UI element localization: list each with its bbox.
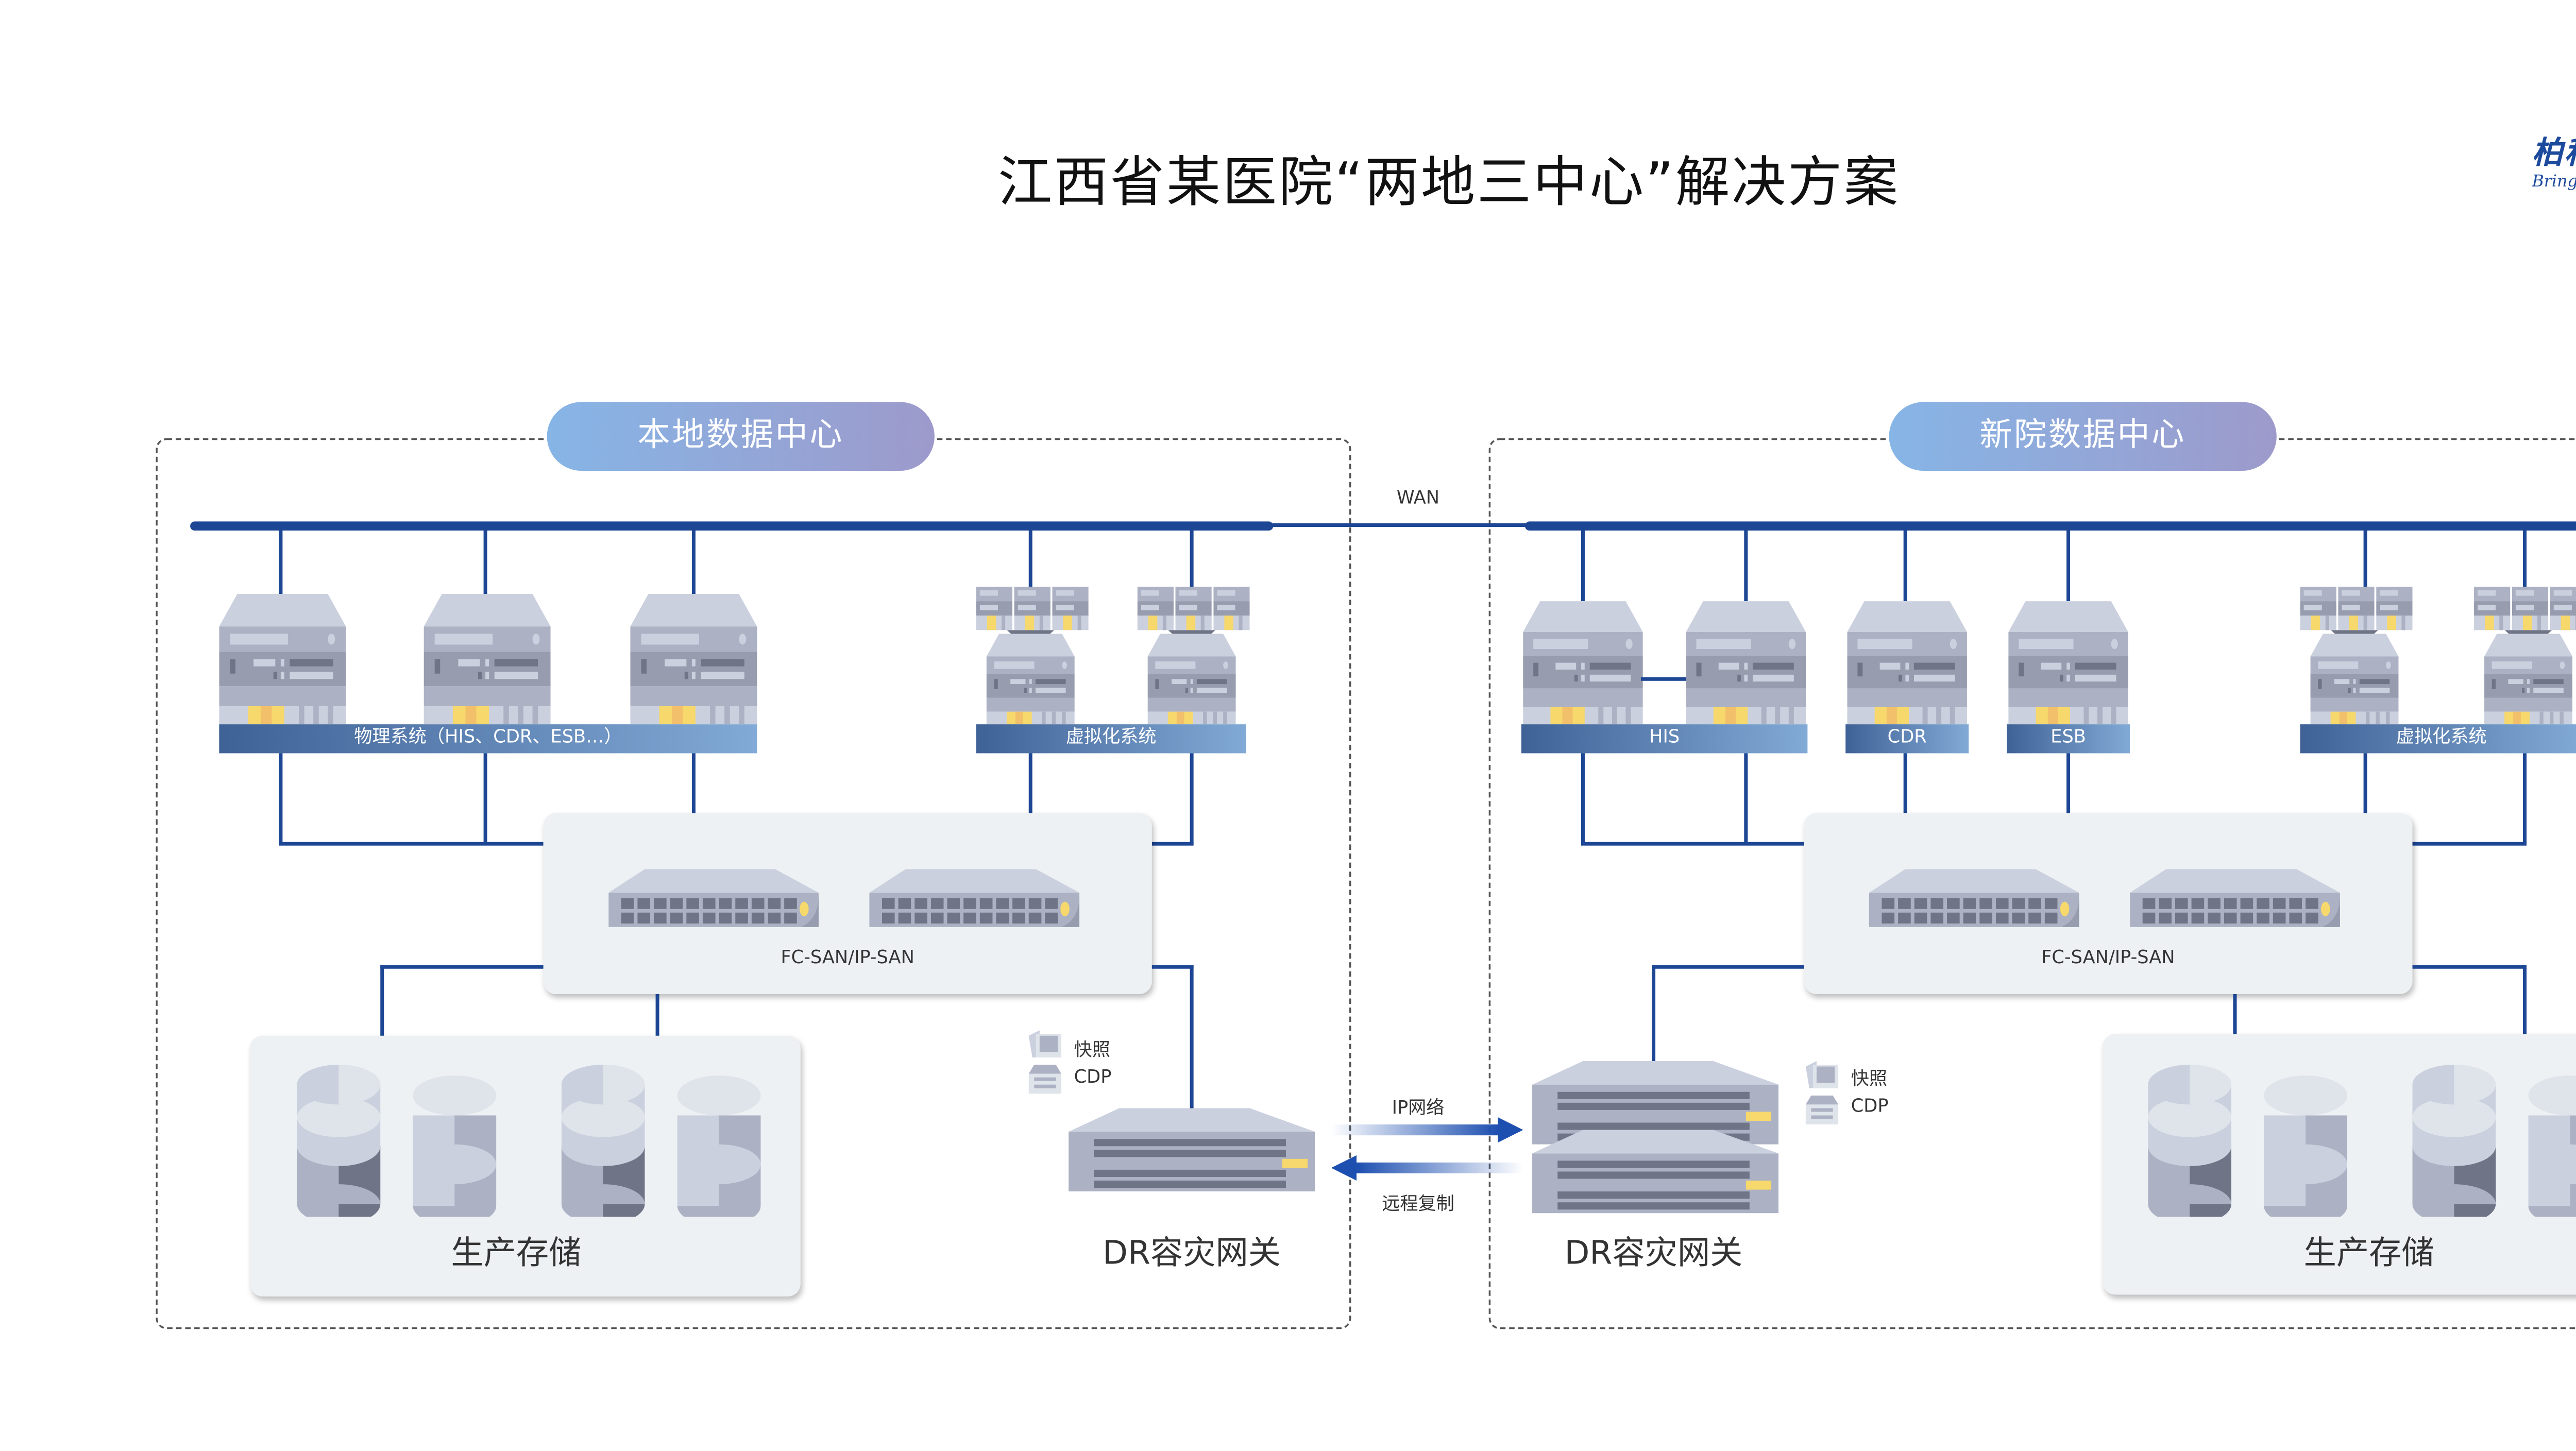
server-icon — [2310, 634, 2399, 725]
his-system-bar: HIS — [1521, 724, 1808, 754]
new-gateway-label: DR容灾网关 — [1564, 1235, 1743, 1273]
cdp-icon — [1028, 1065, 1062, 1094]
link-line — [1640, 677, 1688, 681]
server-icon — [219, 594, 346, 724]
cdp-icon — [1805, 1095, 1839, 1125]
link-line — [1028, 753, 1032, 815]
link-line — [691, 753, 696, 815]
physical-system-bar: 物理系统（HIS、CDR、ESB…） — [219, 724, 757, 754]
logo-name: 柏科数据 — [2532, 135, 2576, 172]
link-line — [483, 753, 487, 844]
local-dc-title: 本地数据中心 — [547, 402, 935, 471]
logo-slogan: Bring Life to Data — [2532, 174, 2576, 192]
link-line — [1652, 965, 1804, 969]
link-line — [1190, 753, 1194, 844]
database-icon — [297, 1057, 497, 1217]
link-line — [1652, 965, 1656, 1063]
server-icon — [424, 594, 551, 724]
dr-gateway-icon — [1069, 1108, 1315, 1191]
wan-link — [1267, 523, 1533, 527]
san-switch-icon — [869, 869, 1079, 927]
san-switch-icon — [1869, 869, 2079, 927]
link-line — [2363, 753, 2367, 815]
link-line — [2233, 994, 2237, 1060]
link-line — [1744, 528, 1748, 602]
new-network-bus — [1524, 521, 2576, 531]
link-line — [380, 965, 384, 1060]
legend-snapshot-label: 快照 — [1851, 1070, 1888, 1090]
local-gateway-label: DR容灾网关 — [1103, 1235, 1281, 1273]
local-network-bus — [190, 521, 1274, 531]
wan-label: WAN — [1396, 489, 1440, 509]
link-line — [691, 528, 696, 598]
link-line — [1581, 528, 1585, 602]
vm-cluster-icon — [976, 586, 1089, 630]
link-line — [1903, 528, 1907, 602]
link-line — [2066, 528, 2071, 602]
link-line — [279, 528, 283, 598]
ip-network-label: IP网络 — [1392, 1099, 1445, 1119]
dr-gateway-icon — [1532, 1130, 1778, 1214]
legend-cdp-label: CDP — [1074, 1068, 1112, 1088]
link-line — [1028, 528, 1032, 591]
server-icon — [2484, 634, 2572, 725]
brand-logo: 柏科数据 Bring Life to Data — [2532, 127, 2576, 192]
database-icon — [2148, 1057, 2347, 1217]
server-icon — [1847, 601, 1967, 725]
link-line — [2412, 842, 2527, 846]
link-line — [2412, 965, 2527, 969]
new-dc-title: 新院数据中心 — [1889, 402, 2277, 471]
link-line — [2522, 965, 2527, 1060]
replication-backward-arrow — [1331, 1155, 1523, 1181]
server-icon — [1523, 601, 1643, 725]
database-icon — [562, 1057, 761, 1217]
san-switch-icon — [608, 869, 819, 927]
local-san-label: FC-SAN/IP-SAN — [781, 949, 914, 969]
virtual-system-bar: 虚拟化系统 — [976, 724, 1246, 754]
link-line — [1581, 753, 1585, 844]
new-virtual-system-bar: 虚拟化系统 — [2300, 724, 2576, 754]
link-line — [1190, 965, 1194, 1110]
link-line — [2066, 753, 2071, 815]
link-line — [1190, 528, 1194, 591]
link-line — [380, 965, 544, 969]
link-line — [1151, 965, 1194, 969]
link-line — [1581, 842, 1806, 846]
link-line — [279, 753, 283, 844]
link-line — [655, 994, 659, 1060]
esb-system-bar: ESB — [2007, 724, 2130, 754]
vm-cluster-icon — [1137, 586, 1250, 630]
snapshot-icon — [1028, 1030, 1062, 1057]
cdr-system-bar: CDR — [1845, 724, 1969, 754]
server-icon — [1147, 634, 1236, 725]
new-storage-label: 生产存储 — [2303, 1235, 2434, 1273]
link-line — [2522, 528, 2527, 587]
legend-cdp-label: CDP — [1851, 1097, 1889, 1118]
link-line — [2363, 528, 2367, 587]
server-icon — [2008, 601, 2128, 725]
vm-cluster-icon — [2300, 586, 2413, 630]
local-storage-label: 生产存储 — [451, 1235, 582, 1273]
link-line — [279, 842, 544, 846]
link-line — [1903, 753, 1907, 815]
legend-snapshot-label: 快照 — [1074, 1041, 1110, 1062]
database-icon — [2413, 1057, 2576, 1217]
server-icon — [986, 634, 1075, 725]
link-line — [1151, 842, 1194, 846]
link-line — [483, 528, 487, 598]
vm-cluster-icon — [2474, 586, 2576, 630]
san-switch-icon — [2130, 869, 2340, 927]
new-san-label: FC-SAN/IP-SAN — [2041, 949, 2175, 969]
snapshot-icon — [1805, 1061, 1839, 1088]
page-title: 江西省某医院“两地三中心”解决方案 — [997, 152, 1900, 216]
server-icon — [630, 594, 757, 724]
link-line — [2522, 753, 2527, 844]
link-line — [1744, 753, 1748, 844]
server-icon — [1686, 601, 1806, 725]
remote-replication-label: 远程复制 — [1382, 1195, 1454, 1215]
replication-forward-arrow — [1331, 1117, 1523, 1143]
